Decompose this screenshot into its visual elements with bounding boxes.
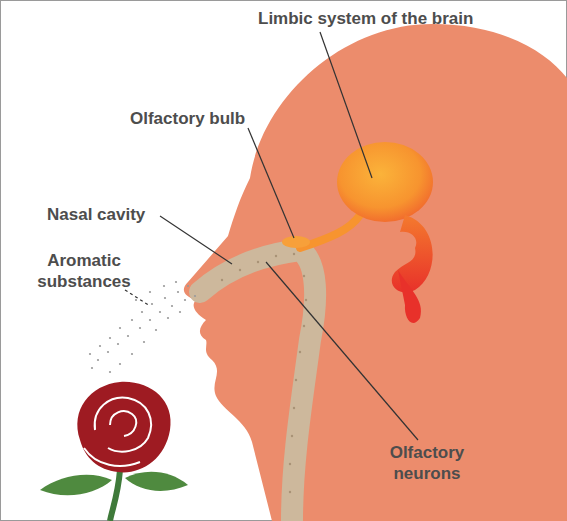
limbic-tail	[398, 270, 421, 323]
part-label: Olfactory bulb	[130, 108, 310, 129]
part-label: Nasal cavity	[47, 204, 187, 225]
nasal-passage	[200, 250, 315, 521]
olfactory-bulb-shape	[282, 236, 310, 248]
head-silhouette	[184, 24, 567, 521]
leader-line	[160, 216, 232, 264]
part-label: Olfactory neurons	[372, 442, 482, 484]
passage-dots	[221, 253, 307, 493]
limbic-curl	[392, 215, 433, 292]
part-label: Aromatic substances	[30, 250, 138, 292]
leader-line	[125, 290, 150, 306]
leader-line	[320, 32, 372, 178]
part-label: Limbic system of the brain	[258, 8, 538, 29]
aroma-spray	[89, 281, 196, 373]
leader-lines	[125, 32, 418, 440]
leader-line	[266, 262, 418, 440]
leader-line	[248, 128, 294, 238]
limbic-system-shape	[337, 142, 433, 222]
rose	[40, 382, 188, 521]
